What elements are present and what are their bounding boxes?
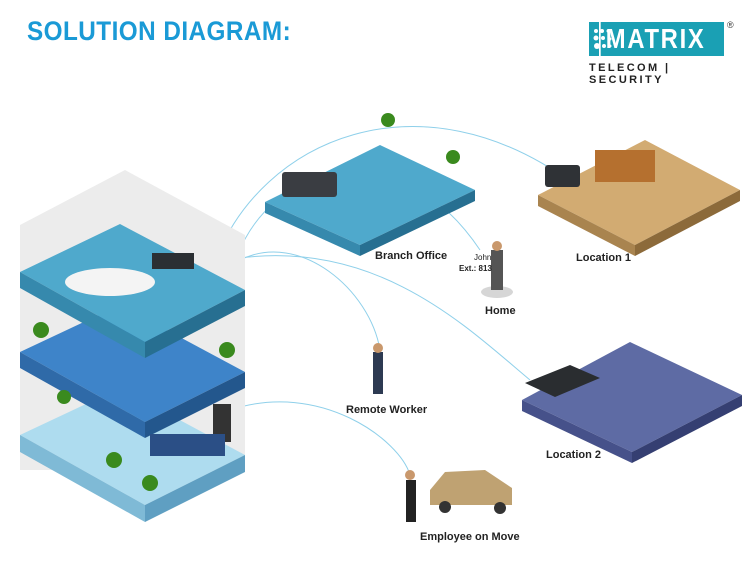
home-user-name: John: [474, 253, 492, 262]
conference-table: [65, 268, 155, 296]
matrix-logo: MATRIX ® TELECOM | SECURITY: [589, 20, 739, 86]
pbx-server: [152, 253, 194, 269]
logo-dots-icon: [589, 22, 612, 56]
ip-phone-branch: [282, 172, 337, 197]
building-floor-middle: [20, 305, 245, 438]
home-user-extension: Ext.: 813: [459, 264, 492, 273]
logo-name: MATRIX: [598, 22, 705, 56]
gateway-device: [213, 404, 231, 442]
employee-on-move: [405, 470, 416, 522]
location-1-platform: [538, 140, 740, 256]
label-home: Home: [485, 305, 516, 317]
label-location-2: Location 2: [546, 449, 602, 461]
registered-mark: ®: [727, 20, 734, 30]
location-2-platform: [522, 342, 742, 463]
pbx-location-2: [525, 365, 600, 397]
page-title: SOLUTION DIAGRAM:: [27, 16, 292, 46]
label-employee-on-move: Employee on Move: [420, 531, 520, 543]
building-floor-bottom: [20, 388, 245, 522]
label-remote-worker: Remote Worker: [346, 404, 428, 416]
reception-desk: [150, 434, 225, 456]
ip-phone-location-1: [545, 165, 580, 187]
remote-worker: [373, 343, 383, 394]
logo-tagline: TELECOM | SECURITY: [589, 62, 671, 86]
car: [430, 470, 512, 514]
label-branch-office: Branch Office: [375, 250, 448, 262]
label-location-1: Location 1: [576, 252, 632, 264]
home-user: [481, 241, 513, 298]
office-desk: [595, 150, 655, 182]
branch-office-platform: [265, 145, 475, 256]
plants: [33, 113, 664, 491]
